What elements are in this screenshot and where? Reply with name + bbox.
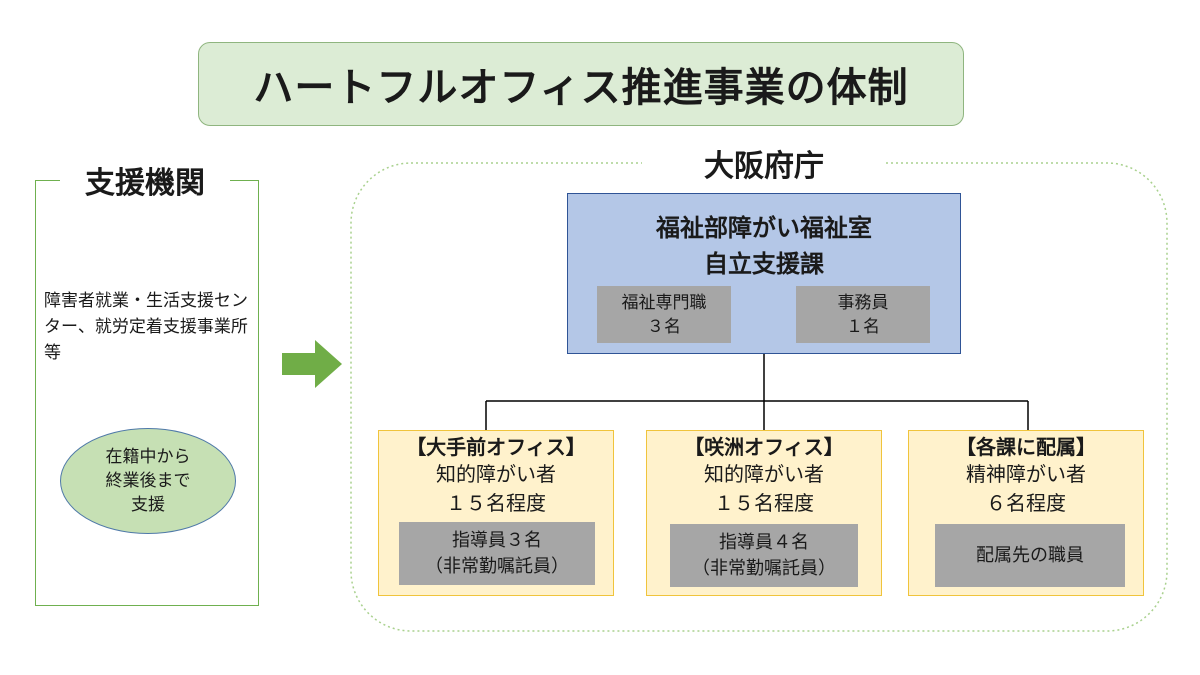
office-members: 知的障がい者 １５名程度 <box>704 462 824 515</box>
diagram-title-box: ハートフルオフィス推進事業の体制 <box>198 42 964 126</box>
prefecture-frame <box>350 162 1168 632</box>
support-organizations-description: 障害者就業・生活支援センター、就労定着支援事業所 等 <box>44 291 265 363</box>
office-members: 精神障がい者 ６名程度 <box>966 462 1086 515</box>
support-organizations-heading: 支援機関 <box>60 158 230 202</box>
staff-welfare-specialist: 福祉専門職 ３名 <box>597 286 731 343</box>
office-members: 知的障がい者 １５名程度 <box>436 462 556 515</box>
diagram-title: ハートフルオフィス推進事業の体制 <box>253 65 909 111</box>
office-name: 【各課に配属】 <box>956 435 1096 459</box>
department-name: 福祉部障がい福祉室 自立支援課 <box>656 214 872 278</box>
office-staff: 配属先の職員 <box>935 524 1125 587</box>
support-scope-ellipse: 在籍中から 終業後まで 支援 <box>60 428 236 534</box>
office-staff: 指導員４名 （非常勤嘱託員） <box>670 524 858 587</box>
staff-clerk: 事務員 １名 <box>796 286 930 343</box>
right-arrow-icon <box>282 340 342 388</box>
office-staff: 指導員３名 （非常勤嘱託員） <box>399 522 595 585</box>
office-name: 【大手前オフィス】 <box>406 435 586 459</box>
office-name: 【咲洲オフィス】 <box>684 435 844 459</box>
prefecture-heading: 大阪府庁 <box>642 140 886 186</box>
